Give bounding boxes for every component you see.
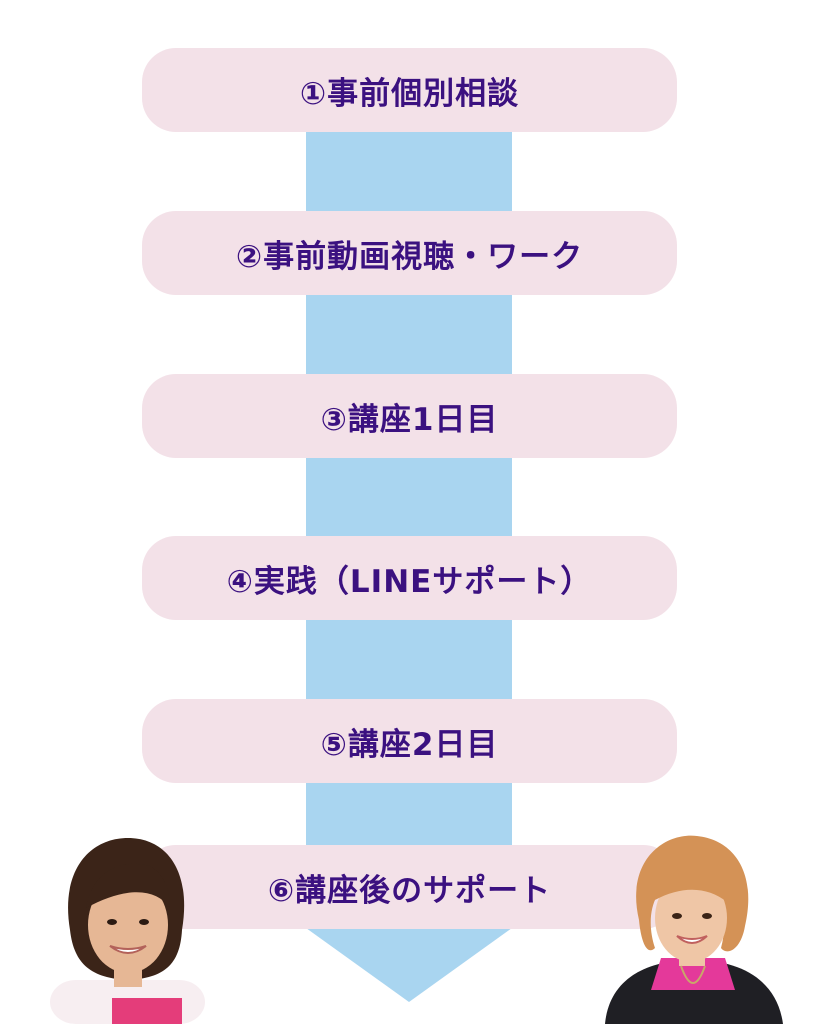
instructor-photo-right — [605, 835, 783, 1024]
step-5: ⑤講座2日目 — [142, 699, 677, 783]
step-3-label: ③講座1日目 — [320, 401, 499, 438]
instructor-photo-left — [50, 838, 205, 1024]
step-5-label: ⑤講座2日目 — [320, 726, 499, 763]
step-1: ①事前個別相談 — [142, 48, 677, 132]
step-2-label: ②事前動画視聴・ワーク — [235, 238, 584, 275]
step-2: ②事前動画視聴・ワーク — [142, 211, 677, 295]
step-6: ⑥講座後のサポート — [142, 845, 677, 929]
step-3: ③講座1日目 — [142, 374, 677, 458]
step-4: ④実践（LINEサポート） — [142, 536, 677, 620]
step-6-label: ⑥講座後のサポート — [267, 872, 552, 909]
step-4-label: ④実践（LINEサポート） — [226, 563, 593, 600]
step-1-label: ①事前個別相談 — [299, 75, 520, 112]
